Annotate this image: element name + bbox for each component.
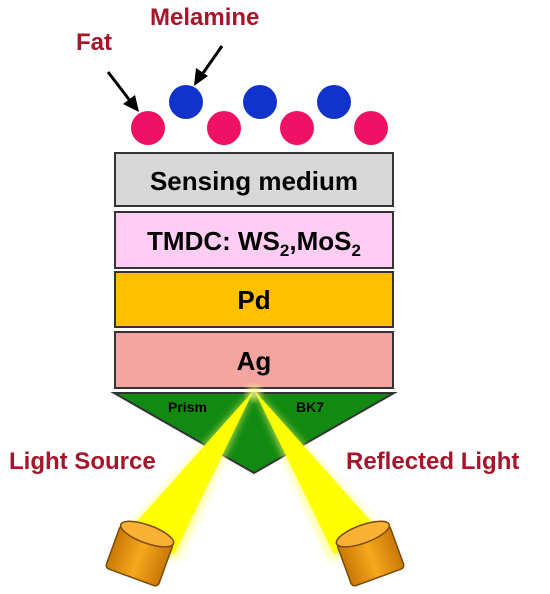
melamine-arrow [194,45,224,86]
ag-label: Ag [237,346,272,376]
sensing-medium-label: Sensing medium [150,166,358,196]
fat-particle [207,111,241,145]
melamine-label: Melamine [150,4,259,31]
light-source-label: Light Source [9,448,156,475]
reflected-light-beam [254,390,390,560]
incident-light-beam [118,390,254,560]
tmdc-label: TMDC: WS2,MoS2 [147,226,361,260]
fat-label: Fat [76,29,112,56]
ag-layer: Ag [114,331,394,389]
light-source-lamp [105,520,175,587]
melamine-particle [243,85,277,119]
detector-lamp [335,520,405,587]
fat-particle [280,111,314,145]
pd-layer: Pd [114,271,394,328]
tmdc-layer: TMDC: WS2,MoS2 [114,211,394,269]
sensing-medium-layer: Sensing medium [114,152,394,207]
bk7-label: BK7 [296,399,324,415]
melamine-particle [169,85,203,119]
fat-particle [354,111,388,145]
melamine-particle [317,85,351,119]
focal-point [248,387,260,399]
prism-label: Prism [168,399,207,415]
fat-particle [131,111,165,145]
fat-arrow [106,71,139,112]
pd-label: Pd [237,285,270,315]
reflected-light-label: Reflected Light [346,448,519,475]
